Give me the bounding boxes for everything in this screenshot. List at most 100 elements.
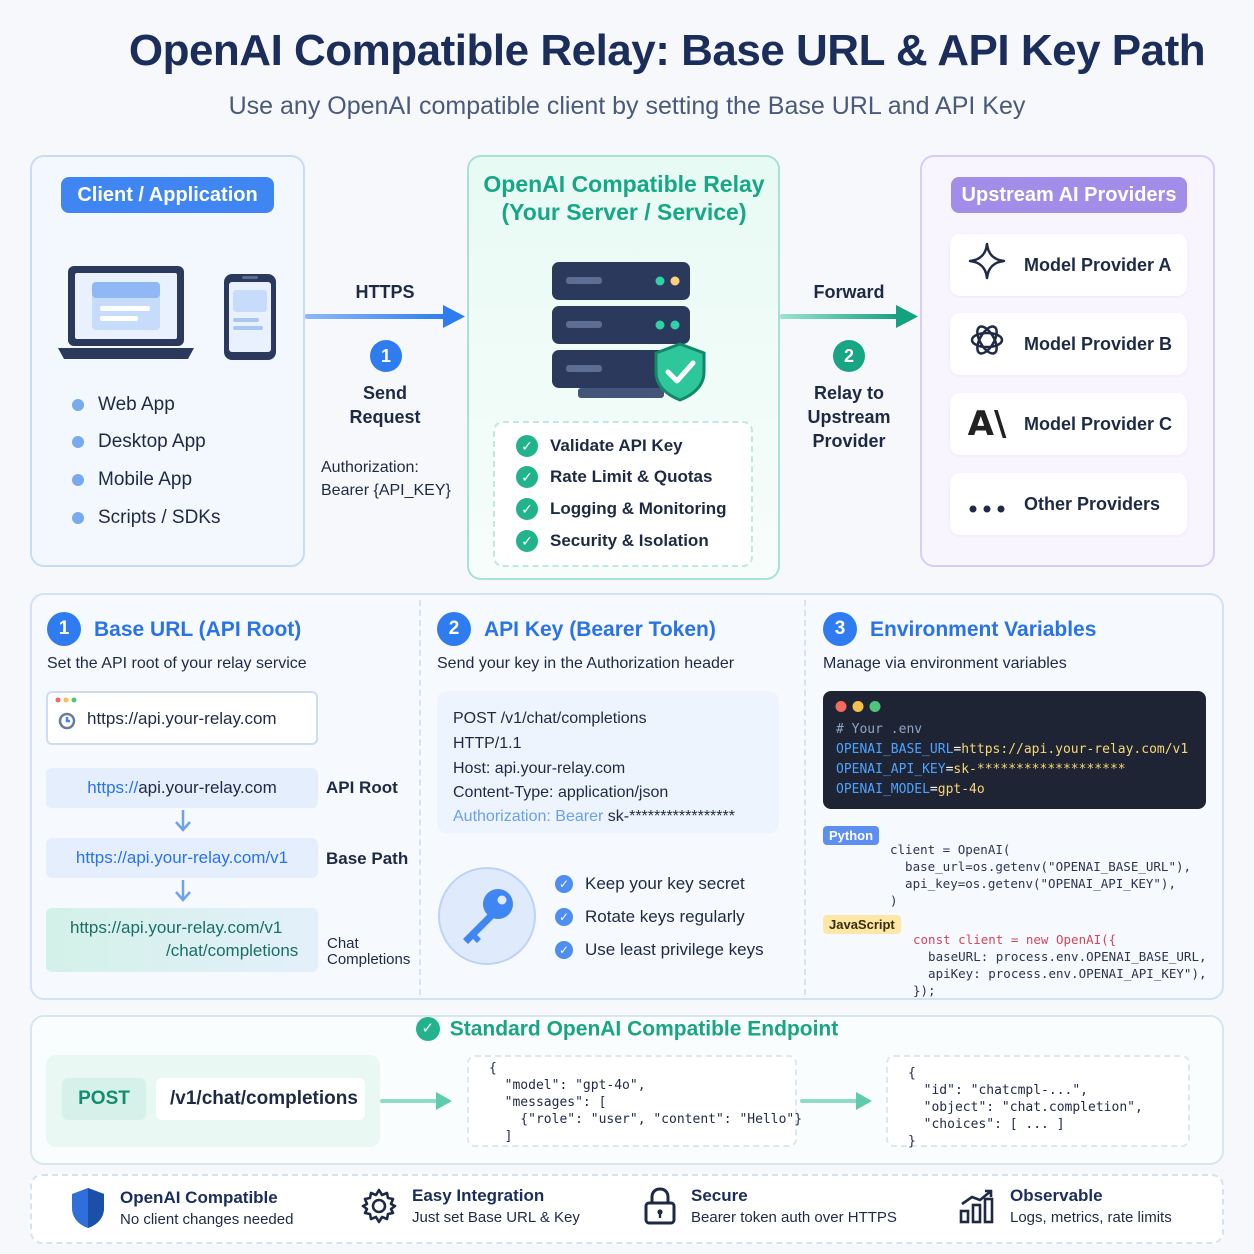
page-subtitle: Use any OpenAI compatible client by sett… (228, 92, 1026, 120)
endpoint-method: POST (62, 1078, 146, 1120)
bullet-icon (72, 436, 84, 448)
window-dots-icon (55, 697, 77, 703)
root-url-tag: API Root (326, 778, 398, 797)
response-json-line: "object": "chat.completion", (908, 1100, 1143, 1115)
devices-icon (58, 266, 276, 360)
relay-check-ratelimit: ✓Rate Limit & Quotas (516, 466, 712, 488)
arrow-right-icon (780, 305, 918, 328)
shield-check-icon (654, 342, 706, 402)
lock-icon (644, 1187, 676, 1225)
env-code-box (823, 691, 1206, 809)
request-json-line: {"role": "user", "content": "Hello"} (489, 1112, 803, 1127)
section2-number: 2 (437, 612, 471, 646)
provider-card-a: Model Provider A (950, 234, 1187, 296)
provider-c-logo-icon: A\ (967, 404, 1007, 444)
request-json-line: "model": "gpt-4o", (489, 1078, 646, 1093)
column-divider (804, 600, 806, 995)
window-dots-icon (835, 701, 881, 712)
response-json-line: "id": "chatcmpl-...", (908, 1083, 1089, 1098)
http-line: HTTP/1.1 (453, 735, 522, 752)
section3-title: Environment Variables (870, 618, 1097, 641)
check-icon: ✓ (415, 1017, 440, 1042)
feature-bar (30, 1174, 1224, 1244)
column-divider (419, 600, 421, 995)
section3-desc: Manage via environment variables (823, 655, 1067, 672)
flow2-action: Forward (813, 282, 885, 302)
request-json-box (467, 1055, 797, 1147)
relay-title: OpenAI Compatible Relay(Your Server / Se… (483, 171, 765, 225)
python-code-line: client = OpenAI( (890, 842, 1011, 857)
check-icon: ✓ (516, 498, 538, 520)
env-comment: # Your .env (836, 722, 923, 737)
check-icon: ✓ (516, 435, 538, 457)
flow1-step-badge: 1 (370, 340, 402, 372)
key-icon (438, 867, 536, 965)
endpoint-path: /v1/chat/completions (156, 1078, 365, 1120)
section1-desc: Set the API root of your relay service (47, 655, 307, 672)
section3-number: 3 (823, 612, 857, 646)
root-url-box: https://api.your-relay.com (46, 768, 318, 808)
python-tag: Python (823, 826, 880, 845)
client-item-web: Web App (72, 394, 175, 416)
shield-icon (72, 1188, 104, 1228)
http-line: Host: api.your-relay.com (453, 760, 626, 777)
chart-icon (959, 1189, 994, 1224)
client-title: Client / Application (61, 177, 274, 213)
base-url-box: https://api.your-relay.com/v1 (46, 838, 318, 878)
endpoint-title: ✓Standard OpenAI Compatible Endpoint (0, 1017, 1254, 1042)
tip-least-privilege: ✓Use least privilege keys (555, 940, 764, 960)
provider-card-b: Model Provider B (950, 313, 1187, 375)
flow1-protocol: HTTPS (355, 282, 415, 302)
flow2-step-badge: 2 (833, 340, 865, 372)
js-code-line: }); (913, 983, 936, 998)
provider-card-c: A\ Model Provider C (950, 393, 1187, 455)
arrow-right-icon (800, 1092, 872, 1110)
arrow-right-icon (380, 1092, 452, 1110)
bullet-icon (72, 474, 84, 486)
check-icon: ✓ (555, 875, 573, 893)
phone-icon (224, 274, 276, 360)
page-title: OpenAI Compatible Relay: Base URL & API … (128, 26, 1206, 75)
gear-icon (361, 1188, 397, 1224)
browser-url-bar[interactable]: https://api.your-relay.com (46, 691, 318, 745)
provider-card-other: Other Providers (950, 473, 1187, 535)
section1-number: 1 (47, 612, 81, 646)
request-json-line: "messages": [ (489, 1095, 607, 1110)
python-code-line: api_key=os.getenv("OPENAI_API_KEY"), (890, 876, 1176, 891)
response-json-line: { (908, 1066, 916, 1081)
bullet-icon (72, 512, 84, 524)
arrow-down-icon (175, 880, 191, 902)
bullet-icon (72, 399, 84, 411)
check-icon: ✓ (555, 941, 573, 959)
more-dots-icon (950, 486, 1024, 523)
chat-url-box: https://api.your-relay.com/v1 /chat/comp… (46, 908, 318, 972)
js-code-line: baseURL: process.env.OPENAI_BASE_URL, (913, 949, 1207, 964)
response-json-line: } (908, 1134, 916, 1149)
client-item-scripts: Scripts / SDKs (72, 507, 220, 529)
env-line: OPENAI_API_KEY=sk-******************* (836, 762, 1126, 777)
arrow-down-icon (175, 810, 191, 832)
http-auth-line: Authorization: Bearer sk-***************… (453, 808, 735, 825)
client-panel (30, 155, 305, 567)
python-code-line: ) (890, 893, 898, 908)
env-line: OPENAI_MODEL=gpt-4o (836, 782, 985, 797)
flow1-auth-note: Authorization:Bearer {API_KEY} (321, 459, 451, 499)
section1-title: Base URL (API Root) (94, 618, 302, 641)
section2-title: API Key (Bearer Token) (484, 618, 716, 641)
tip-keep-secret: ✓Keep your key secret (555, 874, 745, 894)
upstream-title: Upstream AI Providers (951, 177, 1187, 213)
http-line: Content-Type: application/json (453, 784, 669, 801)
laptop-icon (58, 266, 194, 359)
relay-check-logging: ✓Logging & Monitoring (516, 498, 727, 520)
base-url-tag: Base Path (326, 849, 409, 868)
client-item-desktop: Desktop App (72, 431, 206, 453)
check-icon: ✓ (555, 908, 573, 926)
check-icon: ✓ (516, 530, 538, 552)
